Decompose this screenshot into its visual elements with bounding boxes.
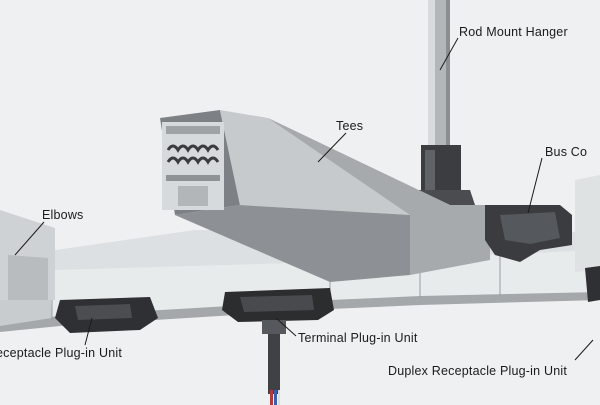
terminal-plug-in-unit — [222, 288, 334, 405]
leader-bus-connector — [527, 157, 543, 214]
terminal-plug-in-unit-label: Terminal Plug-in Unit — [298, 331, 418, 345]
duplex-receptacle-plug-in-unit — [585, 266, 600, 302]
receptacle-plug-in-unit — [55, 297, 158, 333]
leader-duplex — [574, 339, 594, 361]
elbows-label: Elbows — [42, 208, 84, 222]
leader-rod-mount-hanger — [439, 37, 459, 71]
leader-receptacle — [84, 317, 93, 346]
leader-terminal — [275, 317, 297, 337]
rod-mount-hanger-label: Rod Mount Hanger — [459, 25, 568, 39]
leader-elbows — [14, 221, 45, 256]
leader-tees — [317, 132, 347, 163]
elbow — [0, 210, 55, 300]
receptacle-plug-in-unit-label: eceptacle Plug-in Unit — [0, 346, 122, 360]
duplex-receptacle-plug-in-unit-label: Duplex Receptacle Plug-in Unit — [388, 364, 568, 378]
tees-label: Tees — [336, 119, 364, 133]
leader-lines — [14, 37, 594, 361]
bus-connector-label: Bus Co — [545, 145, 588, 159]
rod-mount-hanger — [410, 0, 475, 205]
tee — [160, 110, 490, 282]
bus-connector — [485, 175, 600, 272]
